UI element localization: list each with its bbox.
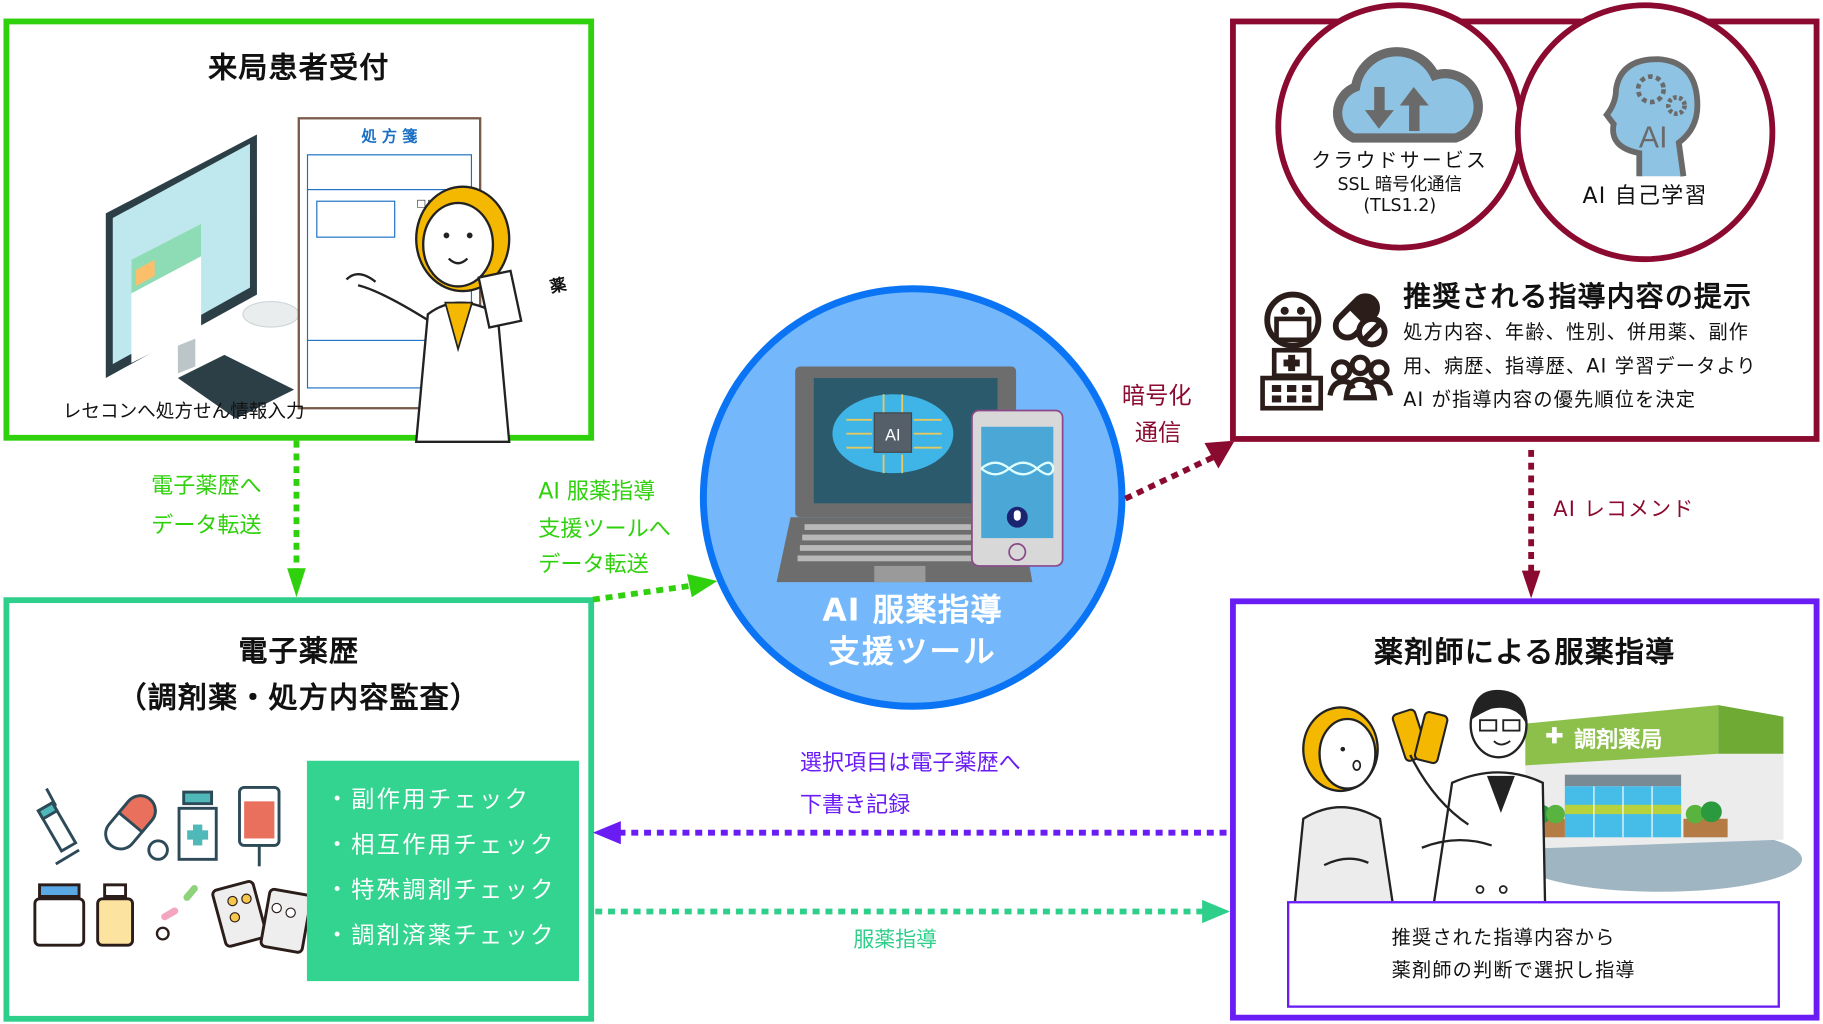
ai-head-gear-icon: AI: [1603, 56, 1701, 177]
ssl-label: SSL 暗号化通信: [1337, 173, 1463, 195]
pharmacist-title: 薬剤師による服薬指導: [1374, 635, 1676, 670]
recommendation-line: AI が指導内容の優先順位を決定: [1403, 388, 1697, 411]
label-to-tool-1: AI 服薬指導: [538, 478, 656, 505]
label-to-tool-3: データ転送: [538, 552, 649, 578]
pharmacist-man-illustration: [1391, 689, 1547, 907]
pharmacist-box: 薬剤師による服薬指導 調剤薬局: [1230, 598, 1820, 1021]
recommendation-title: 推奨される指導内容の提示: [1403, 280, 1753, 314]
check-item: ・調剤済薬チェック: [325, 920, 556, 949]
ai-head-label: AI: [1639, 121, 1668, 154]
cloud-service-label: クラウドサービス: [1311, 149, 1489, 173]
ai-tool-title-2: 支援ツール: [828, 634, 997, 671]
label-encrypted-1: 暗号化: [1121, 381, 1192, 410]
arrow-reception-to-ehr: [287, 440, 306, 598]
ehr-title: 電子薬歴: [238, 634, 360, 668]
patient-illustration: [1292, 706, 1396, 913]
label-draft-record-2: 下書き記録: [799, 792, 911, 818]
computer-illustration: [105, 134, 300, 419]
laptop-illustration: AI: [776, 366, 1033, 583]
arrow-ai-recommend: [1521, 449, 1541, 599]
label-draft-record-1: 選択項目は電子薬歴へ: [799, 750, 1021, 776]
ai-chip-label: AI: [885, 427, 900, 445]
ehr-checklist: ・副作用チェック ・相互作用チェック ・特殊調剤チェック ・調剤済薬チェック: [306, 760, 579, 982]
ai-learning-label: AI 自己学習: [1582, 183, 1708, 209]
label-to-ehr-2: データ転送: [151, 512, 262, 539]
tls-label: (TLS1.2): [1363, 194, 1437, 216]
medicine-bag-label: 薬: [548, 275, 569, 298]
people-group-icon: [1327, 354, 1394, 401]
label-ai-recommend: AI レコメンド: [1553, 497, 1695, 522]
pharmacist-note-line2: 薬剤師の判断で選択し指導: [1391, 959, 1636, 982]
pharmacy-building-illustration: 調剤薬局: [1518, 705, 1803, 892]
pill-icon: [1332, 293, 1388, 348]
pharmacist-note-box: 推奨された指導内容から 薬剤師の判断で選択し指導: [1286, 901, 1780, 1008]
cloud-service-circle: クラウドサービス SSL 暗号化通信 (TLS1.2): [1275, 2, 1525, 251]
arrow-draft-record: [592, 821, 1228, 845]
pharmacy-sign: 調剤薬局: [1574, 727, 1662, 753]
label-encrypted-2: 通信: [1134, 418, 1182, 447]
pharmacist-note-line1: 推奨された指導内容から: [1391, 926, 1616, 949]
label-to-ehr-1: 電子薬歴へ: [151, 473, 262, 499]
hospital-icon: [1260, 347, 1324, 411]
arrow-ehr-to-tool: [592, 574, 718, 603]
ai-learning-circle: AI AI 自己学習: [1514, 2, 1776, 263]
ai-tool-title-1: AI 服薬指導: [822, 592, 1003, 629]
reception-caption: レセコンへ処方せん情報入力: [62, 400, 305, 423]
arrow-guidance: [595, 899, 1231, 924]
ehr-subtitle: （調剤薬・処方内容監査）: [117, 680, 481, 715]
recommendation-line: 用、病歴、指導歴、AI 学習データより: [1403, 354, 1757, 377]
reception-box: 来局患者受付 処 方 箋 □□□□○: [3, 18, 595, 444]
pharmacist-woman-illustration: [345, 185, 523, 444]
label-to-tool-2: 支援ツールへ: [538, 516, 671, 542]
reception-title: 来局患者受付: [208, 51, 390, 85]
patient-mask-icon: [1264, 291, 1322, 349]
check-item: ・特殊調剤チェック: [325, 875, 556, 904]
medicine-icons: [33, 785, 313, 954]
recommendation-line: 処方内容、年齢、性別、併用薬、副作: [1403, 321, 1750, 344]
recommendation-body: 処方内容、年齢、性別、併用薬、副作 用、病歴、指導歴、AI 学習データより AI…: [1403, 315, 1757, 416]
cloud-sync-icon: [1332, 47, 1483, 143]
check-item: ・相互作用チェック: [325, 830, 556, 859]
prescription-title: 処 方 箋: [361, 128, 418, 147]
smartphone-illustration: [971, 409, 1064, 567]
check-item: ・副作用チェック: [325, 785, 531, 813]
ai-tool-circle: AI AI 服薬指導 支援ツール: [699, 285, 1126, 710]
arrow-tool-to-cloud: [1124, 440, 1235, 502]
ehr-box: 電子薬歴 （調剤薬・処方内容監査）: [3, 597, 595, 1022]
label-guidance: 服薬指導: [853, 927, 938, 953]
